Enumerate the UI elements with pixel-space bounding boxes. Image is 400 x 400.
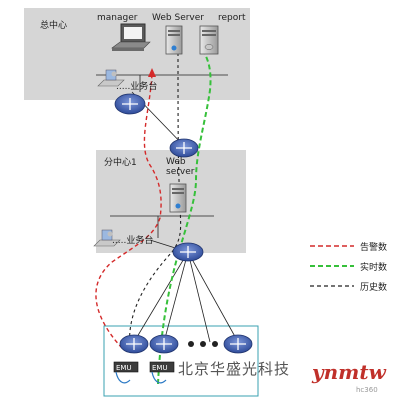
legend-alarm-label: 告警数: [360, 243, 388, 253]
hq-title: 总中心: [40, 21, 68, 31]
emu-label: EMU: [116, 364, 132, 372]
alarm-data-path: [95, 73, 162, 349]
solid-links: [96, 74, 239, 343]
web-server-icon: [165, 25, 183, 55]
company-watermark: 北京华盛光科技: [178, 360, 291, 378]
web-server-label: Web Server: [152, 13, 204, 23]
emu-device-icon: [149, 361, 175, 384]
branch-router-icon: [172, 242, 204, 262]
hq-router-icon: [114, 93, 146, 115]
small-watermark: hc360: [356, 386, 378, 394]
alarm-arrowhead: [148, 68, 156, 77]
branch-server-label: Web server: [166, 157, 195, 177]
branch-console-label: .....业务台: [112, 236, 154, 246]
hq-console-icon: [97, 69, 125, 87]
site-switch-icon: [149, 334, 179, 354]
site-zone: [103, 325, 259, 397]
site-switch-icon: [119, 334, 149, 354]
brand-watermark: ynmtw: [312, 360, 386, 384]
manager-pc-icon: [111, 23, 151, 51]
branch-title: 分中心1: [104, 158, 137, 168]
manager-label: manager: [97, 13, 138, 23]
emu-label: EMU: [152, 364, 168, 372]
ellipsis-dots-icon: [188, 341, 218, 347]
legend-history-label: 历史数: [360, 283, 388, 293]
report-server-icon: [199, 25, 219, 55]
branch-console-icon: [93, 229, 121, 247]
history-data-path: [129, 39, 182, 349]
realtime-data-path: [157, 51, 212, 385]
link-router-icon: [169, 138, 199, 158]
report-label: report: [218, 13, 246, 23]
legend-realtime-label: 实时数: [360, 263, 388, 273]
site-switch-icon: [223, 334, 253, 354]
branch-web-server-icon: [169, 183, 187, 213]
hq-console-label: .....业务台: [116, 82, 158, 92]
emu-device-icon: [113, 361, 139, 384]
